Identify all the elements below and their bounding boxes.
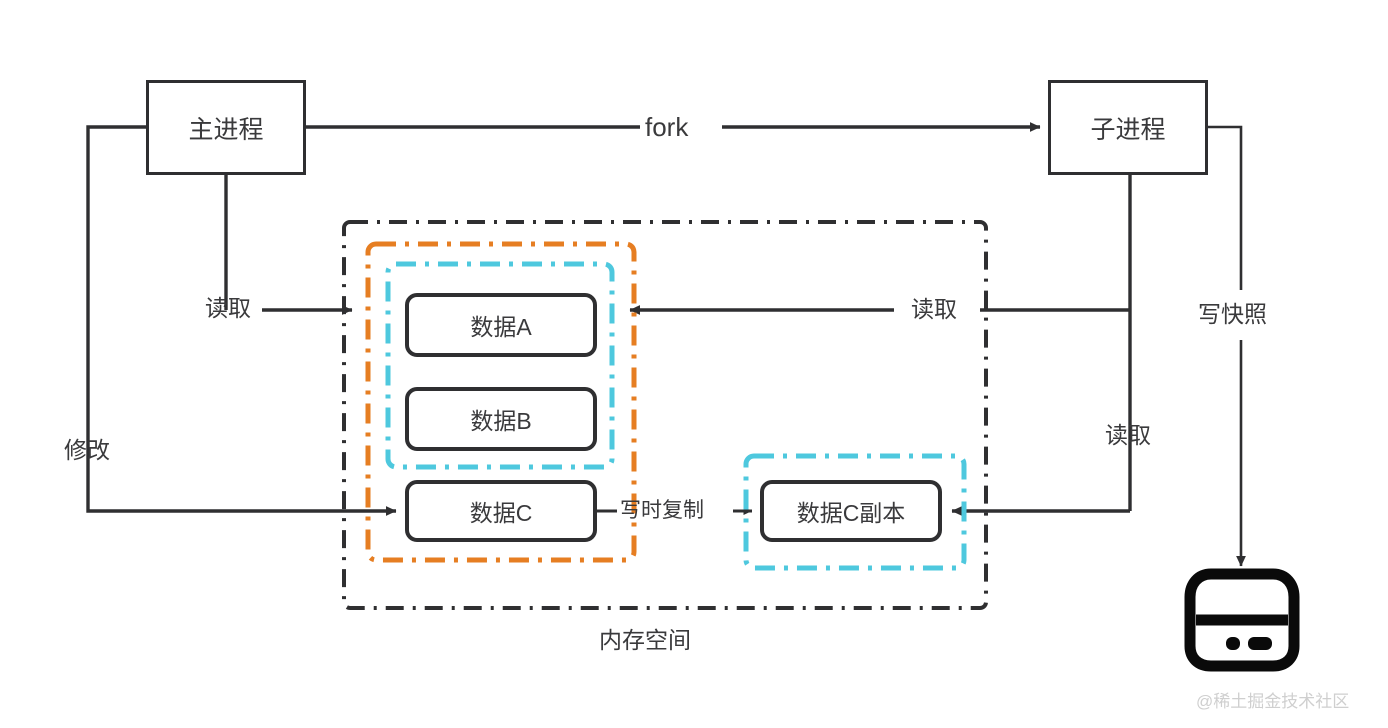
data-a-box[interactable]: 数据A [405, 293, 597, 357]
cyan-region-copy [743, 453, 967, 571]
modify-label: 修改 [64, 437, 110, 463]
cow-label: 写时复制 [620, 499, 704, 522]
data-b-label: 数据B [470, 408, 532, 434]
fork-label: fork [645, 112, 689, 142]
data-c-copy-label: 数据C副本 [796, 500, 906, 526]
cyan-region-ab [385, 261, 615, 470]
disk-icon [1184, 568, 1300, 672]
main-process-label: 主进程 [188, 115, 264, 144]
write-snapshot-label: 写快照 [1198, 301, 1267, 327]
memory-space-region [342, 220, 988, 610]
edge-snapshot-top [1208, 125, 1243, 290]
data-b-box[interactable]: 数据B [405, 387, 597, 451]
child-process-label: 子进程 [1090, 115, 1166, 144]
data-c-copy-box[interactable]: 数据C副本 [760, 480, 942, 542]
read-main-label: 读取 [205, 295, 251, 321]
child-process-box[interactable]: 子进程 [1048, 80, 1208, 175]
main-process-box[interactable]: 主进程 [146, 80, 306, 175]
data-c-box[interactable]: 数据C [405, 480, 597, 542]
data-a-label: 数据A [470, 314, 532, 340]
memory-space-label: 内存空间 [599, 627, 691, 653]
data-c-label: 数据C [469, 500, 533, 526]
read-child-bottom-label: 读取 [1105, 422, 1151, 448]
read-child-top-label: 读取 [911, 296, 957, 322]
edge-modify [86, 125, 397, 516]
watermark-text: @稀土掘金技术社区 [1196, 692, 1350, 711]
